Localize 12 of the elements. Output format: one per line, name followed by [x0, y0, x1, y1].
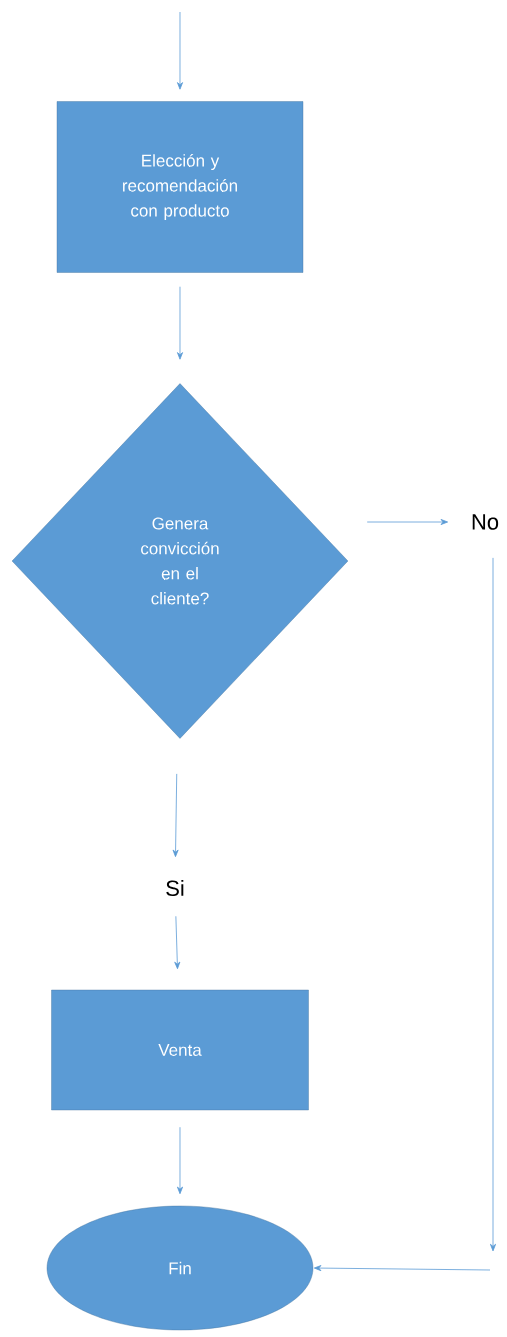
- process-box: Venta: [51, 989, 309, 1111]
- arrow: [172, 773, 179, 858]
- arrow: [174, 915, 181, 970]
- arrow: [490, 557, 496, 1252]
- arrow: [177, 286, 183, 360]
- arrow: [177, 1126, 183, 1195]
- arrow: [366, 519, 449, 525]
- arrow: [177, 11, 183, 90]
- branch-label: No: [472, 514, 499, 530]
- process-box: Elección y recomendación con producto: [56, 101, 304, 273]
- arrow: [313, 1265, 491, 1272]
- branch-label: Si: [166, 879, 184, 897]
